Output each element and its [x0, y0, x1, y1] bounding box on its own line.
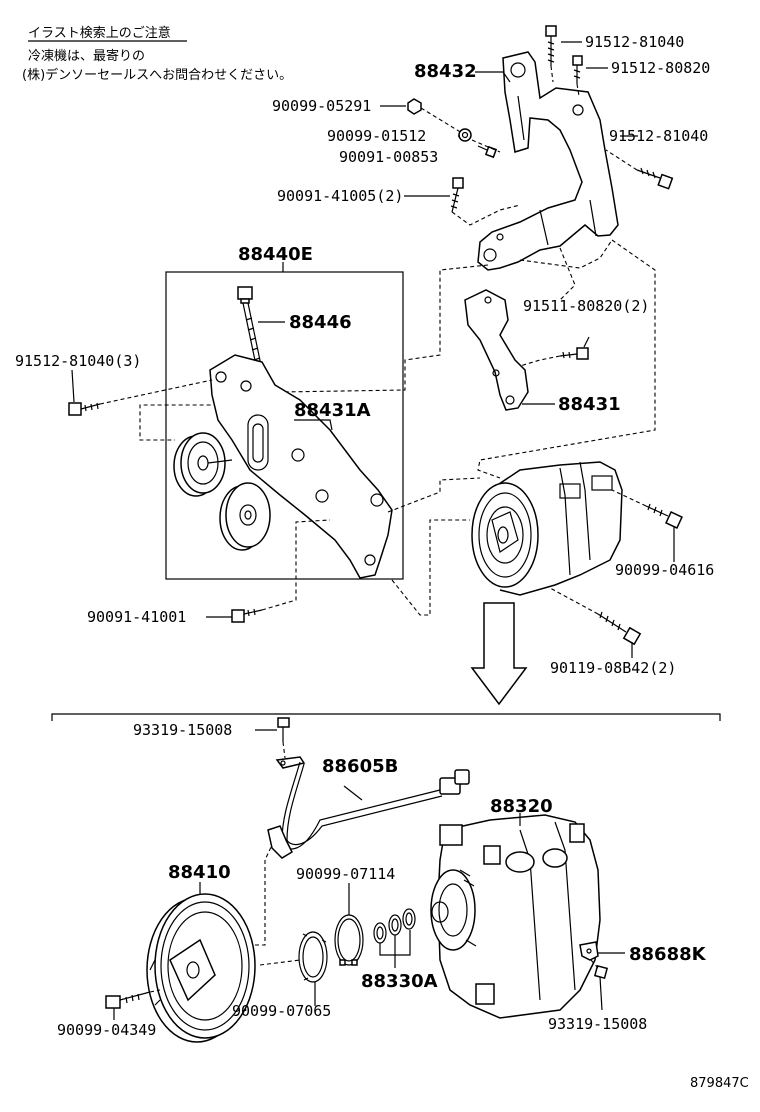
- label-88688K: 88688K: [629, 944, 707, 965]
- label-88330A: 88330A: [361, 971, 438, 992]
- label-91512-80820: 91512-80820: [611, 59, 710, 77]
- notice-heading: イラスト検索上のご注意: [28, 25, 171, 41]
- label-91512-81040-b: 91512-81040: [609, 127, 708, 145]
- label-88431A: 88431A: [294, 400, 371, 421]
- label-90091-41001: 90091-41001: [87, 608, 186, 626]
- bolt-93319-15008-top[interactable]: [277, 717, 290, 742]
- idler-pulley-upper[interactable]: [173, 432, 233, 497]
- bolt-91512-81040-right[interactable]: [636, 167, 674, 190]
- label-88432: 88432: [414, 61, 477, 82]
- bracket-88431[interactable]: [464, 289, 529, 411]
- label-91512-81040-x3: 91512-81040(3): [15, 352, 141, 370]
- bolt-88446[interactable]: [237, 286, 263, 371]
- label-90091-41005: 90091-41005(2): [277, 187, 403, 205]
- bolt-90099-04616[interactable]: [645, 503, 683, 529]
- clip-88688K[interactable]: [579, 941, 599, 961]
- bolt-91512-80820[interactable]: [572, 55, 583, 84]
- bolt-90091-41005[interactable]: [450, 177, 464, 213]
- label-88440E: 88440E: [238, 244, 313, 265]
- label-88605B: 88605B: [322, 756, 398, 777]
- section-divider: [51, 713, 721, 721]
- label-90099-04349: 90099-04349: [57, 1021, 156, 1039]
- label-91511-80820: 91511-80820(2): [523, 297, 649, 315]
- assembly-box-88440E: [165, 271, 404, 580]
- diagram-reference-code: 879847C: [690, 1076, 749, 1091]
- label-93319-15008-a: 93319-15008: [133, 721, 232, 739]
- bolt-91512-81040-top[interactable]: [545, 25, 557, 66]
- snap-ring-90099-07114[interactable]: [334, 914, 364, 966]
- washer-90099-01512[interactable]: [458, 128, 472, 142]
- label-90099-05291: 90099-05291: [272, 97, 371, 115]
- bolt-93319-15008-bottom[interactable]: [593, 964, 609, 1011]
- label-90119-08B42: 90119-08B42(2): [550, 659, 676, 677]
- leader-88605B: [343, 785, 363, 801]
- idler-pulley-lower[interactable]: [219, 482, 271, 551]
- notice-line-2: (株)デンソーセールスへお問合わせください。: [22, 67, 292, 83]
- snap-ring-90099-07065[interactable]: [298, 931, 328, 983]
- label-90099-07114: 90099-07114: [296, 865, 395, 883]
- label-91512-81040-a: 91512-81040: [585, 33, 684, 51]
- label-88431: 88431: [558, 394, 621, 415]
- down-arrow: [470, 602, 528, 706]
- compressor-88320[interactable]: [430, 814, 601, 1019]
- notice-line-1: 冷凍機は、最寄りの: [28, 48, 145, 64]
- label-93319-15008-b: 93319-15008: [548, 1015, 647, 1033]
- bracket-88431A[interactable]: [209, 354, 393, 579]
- bolt-90099-04349[interactable]: [105, 991, 151, 1009]
- wire-harness-88605B[interactable]: [267, 756, 470, 859]
- leader-91512-81040-x3: [71, 369, 75, 403]
- bolt-90119-08B42[interactable]: [597, 611, 642, 646]
- bolt-91511-80820[interactable]: [559, 347, 589, 360]
- leader-88432: [475, 71, 511, 83]
- label-90099-01512: 90099-01512: [327, 127, 426, 145]
- label-90091-00853: 90091-00853: [339, 148, 438, 166]
- nut-90099-05291[interactable]: [407, 98, 422, 115]
- label-88320: 88320: [490, 796, 553, 817]
- bolt-90091-00853[interactable]: [477, 145, 498, 159]
- label-88410: 88410: [168, 862, 231, 883]
- label-90099-04616: 90099-04616: [615, 561, 714, 579]
- compressor-upper[interactable]: [471, 461, 623, 596]
- clutch-pulley-88410[interactable]: [146, 893, 256, 1043]
- bracket-88432[interactable]: [477, 51, 619, 271]
- label-90099-07065: 90099-07065: [232, 1002, 331, 1020]
- leader-88431A: [294, 419, 333, 431]
- label-88446: 88446: [289, 312, 352, 333]
- bolt-91512-81040-x3[interactable]: [68, 402, 101, 416]
- bolt-90091-41001[interactable]: [231, 608, 263, 623]
- leader-91511-80820: [583, 336, 590, 348]
